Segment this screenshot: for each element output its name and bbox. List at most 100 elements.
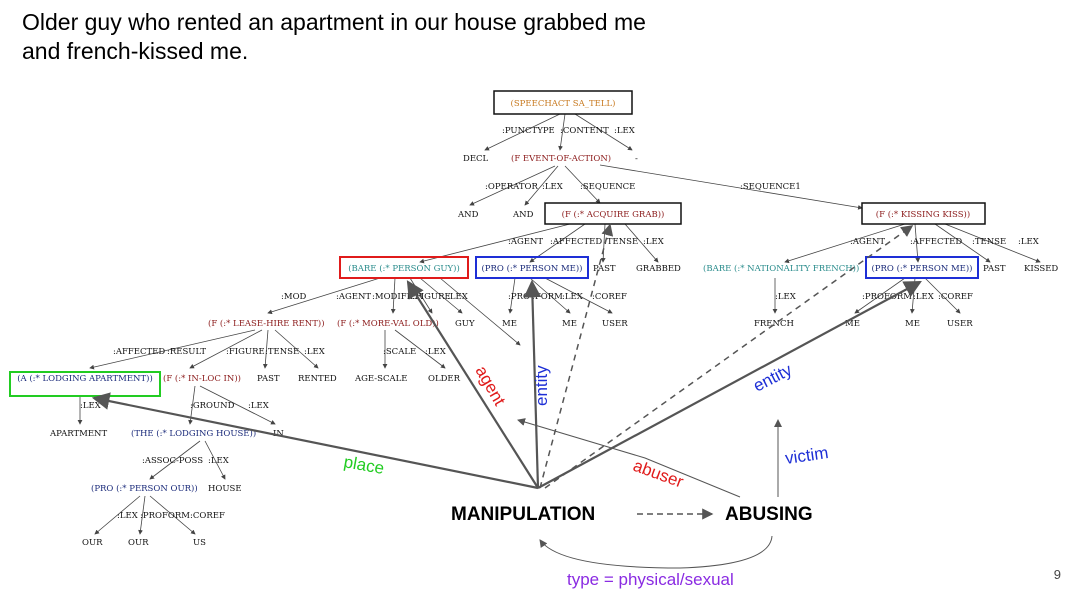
edge-lex: :LEX xyxy=(1018,237,1040,247)
apartment-lodging-node: (A (:* LODGING APARTMENT)) xyxy=(17,373,153,384)
kiss-box xyxy=(861,202,986,225)
dash-node: - xyxy=(635,154,638,164)
me1-node: (PRO (:* PERSON ME)) xyxy=(481,263,582,274)
tree-edges xyxy=(77,113,1041,535)
me-node: ME xyxy=(562,319,577,329)
me-node: ME xyxy=(502,319,517,329)
type-label: type = physical/sexual xyxy=(567,570,734,589)
kiss-node: (F (:* KISSING KISS)) xyxy=(876,209,970,220)
edge-proform: :PROFORM xyxy=(140,511,190,521)
edge-figure: :FIGURE xyxy=(412,292,451,302)
and-node: AND xyxy=(512,210,534,220)
guy-node: (BARE (:* PERSON GUY)) xyxy=(348,263,460,274)
victim-label: victim xyxy=(784,443,830,468)
me1-box xyxy=(475,256,589,279)
edge-lex: :LEX xyxy=(208,456,230,466)
grabbed-node: GRABBED xyxy=(636,264,681,274)
edge-lex: :LEX xyxy=(447,292,469,302)
user-node: USER xyxy=(602,319,628,329)
edge-lex: :LEX xyxy=(80,401,102,411)
edge-form: :FORM xyxy=(532,292,563,302)
edge-lex: :LEX xyxy=(425,347,447,357)
in-node: IN xyxy=(273,429,284,439)
edge-agent: :AGENT xyxy=(336,292,371,302)
agescale-node: AGE-SCALE xyxy=(354,374,407,384)
abusing-label: ABUSING xyxy=(725,504,813,525)
edge-tense: :TENSE xyxy=(604,237,638,247)
edge-lex: :LEX xyxy=(542,182,564,192)
edge-lex: :LEX xyxy=(643,237,665,247)
page-number: 9 xyxy=(1053,567,1061,582)
house-lodging-node: (THE (:* LODGING HOUSE)) xyxy=(131,428,256,439)
guy-box xyxy=(339,256,469,279)
older-node: OLDER xyxy=(428,374,461,384)
tree-labels: (SPEECHACT SA_TELL) :PUNCTYPE :CONTENT :… xyxy=(17,98,1058,548)
edge-lex: :LEX xyxy=(775,292,797,302)
edge-proform: :PROFORM xyxy=(862,292,912,302)
edge-lex: :LEX xyxy=(117,511,139,521)
edge-coref: :COREF xyxy=(190,511,225,521)
edge-pro: :PRO xyxy=(508,292,530,302)
guy-lex-node: GUY xyxy=(455,319,475,329)
edge-ground: :GROUND xyxy=(190,401,235,411)
event-node: (F EVENT-OF-ACTION) xyxy=(511,153,611,164)
edge-operator: :OPERATOR xyxy=(485,182,538,192)
me2-node: (PRO (:* PERSON ME)) xyxy=(871,263,972,274)
edge-modifier: :MODIFIER xyxy=(372,292,423,302)
root-box xyxy=(493,90,633,115)
agent-label: agent xyxy=(472,363,510,410)
edge-sequence: :SEQUENCE xyxy=(580,182,635,192)
edge-agent: :AGENT xyxy=(850,237,885,247)
past-node: PAST xyxy=(257,374,280,384)
us-node: US xyxy=(193,538,206,548)
edge-tense: :TENSE xyxy=(972,237,1006,247)
our-node: OUR xyxy=(82,538,103,548)
edge-agent: :AGENT xyxy=(508,237,543,247)
french-node: FRENCH xyxy=(754,319,794,329)
manipulation-label: MANIPULATION xyxy=(451,504,595,525)
moreval-node: (F (:* MORE-VAL OLD)) xyxy=(337,318,439,329)
edge-coref: :COREF xyxy=(938,292,973,302)
grab-node: (F (:* ACQUIRE GRAB)) xyxy=(562,209,665,220)
apartment-node: APARTMENT xyxy=(49,429,107,439)
edge-lex: :LEX xyxy=(304,347,326,357)
edge-affected: :AFFECTED xyxy=(550,237,602,247)
edge-content: :CONTENT xyxy=(560,126,609,136)
edge-scale: :SCALE xyxy=(383,347,416,357)
entity-label: entity xyxy=(532,365,551,406)
past-node: PAST xyxy=(593,264,616,274)
our-node: OUR xyxy=(128,538,149,548)
pro-our-node: (PRO (:* PERSON OUR)) xyxy=(91,483,198,494)
house-node: HOUSE xyxy=(208,484,242,494)
edge-tense: :TENSE xyxy=(265,347,299,357)
edge-lex: :LEX xyxy=(614,126,636,136)
root-node: (SPEECHACT SA_TELL) xyxy=(511,98,616,109)
past-node: PAST xyxy=(983,264,1006,274)
abuser-label: abuser xyxy=(631,456,687,492)
edge-assoc-poss: :ASSOC-POSS xyxy=(142,456,203,466)
user-node: USER xyxy=(947,319,973,329)
edge-coref: :COREF xyxy=(592,292,627,302)
edge-affected: :AFFECTED xyxy=(910,237,962,247)
edge-figure: :FIGURE xyxy=(226,347,265,357)
decl-node: DECL xyxy=(463,154,489,164)
me-node: ME xyxy=(905,319,920,329)
me-node: ME xyxy=(845,319,860,329)
edge-lex: :LEX xyxy=(562,292,584,302)
french-nationality-node: (BARE (:* NATIONALITY FRENCH)) xyxy=(703,263,859,274)
lease-node: (F (:* LEASE-HIRE RENT)) xyxy=(208,318,325,329)
edge-punctype: :PUNCTYPE xyxy=(502,126,555,136)
slide-title: Older guy who rented an apartment in our… xyxy=(22,9,646,64)
entity-label: entity xyxy=(750,360,795,396)
me2-box xyxy=(865,256,979,279)
overlay-arrows xyxy=(91,223,922,569)
apartment-box xyxy=(9,371,161,397)
edge-lex: :LEX xyxy=(913,292,935,302)
rented-node: RENTED xyxy=(298,374,337,384)
and-node: AND xyxy=(457,210,479,220)
edge-result: :RESULT xyxy=(167,347,206,357)
edge-sequence1: :SEQUENCE1 xyxy=(740,182,801,192)
inloc-node: (F (:* IN-LOC IN)) xyxy=(163,373,241,384)
edge-mod: :MOD xyxy=(281,292,307,302)
